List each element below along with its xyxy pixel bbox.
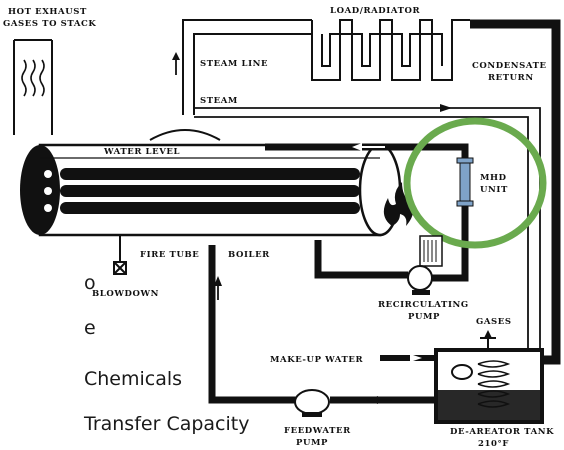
condensate-label-line1: CONDENSATE <box>472 61 547 71</box>
feedwater-label-line2: PUMP <box>296 438 328 448</box>
feedwater-label-line1: FEEDWATER <box>284 426 351 436</box>
recirculating-label-line1: RECIRCULATING <box>378 300 469 310</box>
feedwater-pump <box>294 389 330 417</box>
gases-label: GASES <box>476 317 512 327</box>
hot-exhaust-label-line2: GASES TO STACK <box>3 19 96 29</box>
recirculating-pump <box>407 235 443 295</box>
left-arrow-icon <box>366 396 378 404</box>
up-arrow-icon <box>214 276 222 300</box>
load-radiator-label: LOAD/RADIATOR <box>330 6 421 16</box>
flame-icon <box>383 182 414 226</box>
gases-vent <box>480 330 496 350</box>
steam-line-label: STEAM LINE <box>200 59 268 69</box>
makeup-water-label: MAKE-UP WATER <box>270 355 363 365</box>
right-arrow-icon <box>410 354 422 362</box>
deaerator-label-line1: DE-AREATOR TANK <box>450 427 554 437</box>
side-text-line-4: Transfer Capacity <box>84 413 250 435</box>
steam-header-line <box>194 107 541 390</box>
steam-label: STEAM <box>200 96 238 106</box>
heat-wave-icon <box>21 59 27 97</box>
mhd-label-line2: UNIT <box>480 185 508 195</box>
water-level-label: WATER LEVEL <box>103 147 180 157</box>
feedwater-line <box>208 245 436 404</box>
mhd-label-line1: MHD <box>480 173 507 183</box>
side-text-line-1: o <box>84 272 96 294</box>
recirculating-label-line2: PUMP <box>408 312 440 322</box>
right-arrow-icon <box>440 104 452 112</box>
condensate-label-line2: RETURN <box>488 73 534 83</box>
side-text-line-2: e <box>84 317 96 339</box>
side-text-line-3: Chemicals <box>84 368 183 390</box>
blowdown-label: BLOWDOWN <box>92 289 159 299</box>
steam-line <box>182 19 312 115</box>
boiler-label: BOILER <box>228 250 270 260</box>
hot-exhaust-label-line1: HOT EXHAUST <box>8 7 87 17</box>
deaerator-tank <box>434 348 544 424</box>
load-radiator-coil <box>311 19 470 81</box>
deaerator-label-line2: 210°F <box>478 439 509 449</box>
up-arrow-icon <box>172 52 180 75</box>
mhd-unit <box>456 157 474 207</box>
fire-tube-label: FIRE TUBE <box>140 250 199 260</box>
blowdown-valve <box>113 235 127 275</box>
mhd-highlight-circle <box>403 117 547 249</box>
exhaust-stack <box>13 39 53 135</box>
left-arrow-icon <box>352 143 385 151</box>
